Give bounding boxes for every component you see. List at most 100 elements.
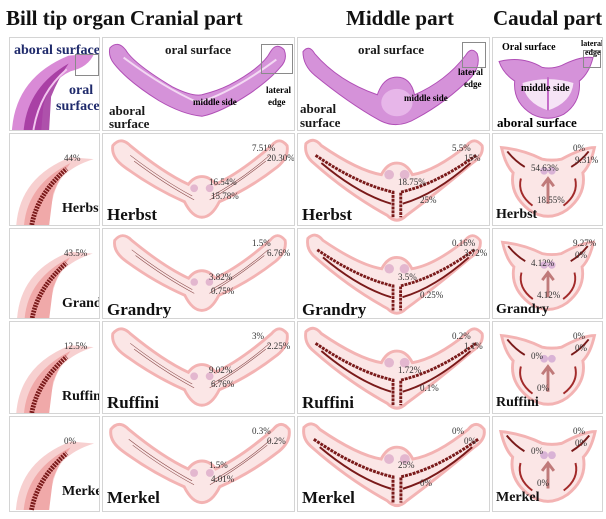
percentage-mid-aboral: 0% xyxy=(420,478,432,488)
percentage-edge-aboral: 1.1% xyxy=(464,341,483,351)
detail-box xyxy=(462,42,486,68)
label-surface: surface xyxy=(109,116,150,131)
ruffini-cranial-panel: 3%2.25%9.02%6.76%Ruffini xyxy=(102,321,295,414)
percentage-tip: 0% xyxy=(64,436,76,446)
percentage-edge-oral: 3% xyxy=(252,331,264,341)
label-aboral: aboral xyxy=(300,101,337,116)
percentage-edge-oral: 0% xyxy=(573,331,585,341)
cranial-schematic xyxy=(111,139,289,219)
label-edge: edge xyxy=(268,97,286,107)
receptor-name-label: Herbst xyxy=(62,201,100,216)
percentage-edge-aboral: 2.25% xyxy=(267,341,291,351)
bill-tip-schematic xyxy=(15,441,95,511)
percentage-mid-oral: 1.72% xyxy=(398,365,422,375)
receptor-name-label: Ruffini xyxy=(107,393,159,412)
percentage-mid-aboral: 15.78% xyxy=(211,191,239,201)
ruffini-middle-panel: 0.2%1.1% 1.72% 0.1% Ruffini xyxy=(297,321,490,414)
histology-caudal-panel: Oral surface lateral edge middle side ab… xyxy=(492,37,603,131)
receptor-name-label: Merkel xyxy=(62,484,99,499)
bill-tip-histology-image xyxy=(11,53,95,130)
percentage-edge-aboral: 20.30% xyxy=(267,153,295,163)
grandry-cranial-panel: 1.5%6.76%3.82%0.75%Grandry xyxy=(102,228,295,319)
percentage-mid-aboral: 0.75% xyxy=(211,286,235,296)
label-middle-side: middle side xyxy=(521,83,570,94)
percentage-mid-oral: 4.12% xyxy=(531,258,555,268)
label-middle-side: middle side xyxy=(404,93,448,103)
histology-cranial-panel: oral surface aboral surface middle side … xyxy=(102,37,295,131)
percentage-mid-oral: 3.5% xyxy=(398,272,417,282)
label-lateral: lateral xyxy=(266,85,291,95)
percentage-mid-oral: 54.63% xyxy=(531,163,559,173)
header-bill-tip-organ: Bill tip organ xyxy=(6,6,126,30)
header-caudal-part: Caudal part xyxy=(493,6,603,30)
cranial-schematic xyxy=(111,327,289,407)
receptor-name-label: Merkel xyxy=(302,488,355,507)
caudal-schematic xyxy=(500,240,596,311)
ruffini-caudal-panel: 0%0%0%0%Ruffini xyxy=(492,321,603,414)
percentage-edge-oral: 0% xyxy=(573,426,585,436)
percentage-mid-aboral: 0.25% xyxy=(420,290,444,300)
percentage-mid-aboral: 0.1% xyxy=(420,383,439,393)
merkel-cranial-panel: 0.3%0.2%1.5%4.01%Merkel xyxy=(102,416,295,512)
herbst-caudal-panel: 0%9.31%54.63%18.55%Herbst xyxy=(492,133,603,226)
percentage-edge-aboral: 3.72% xyxy=(464,248,488,258)
percentage-edge-oral: 7.51% xyxy=(252,143,276,153)
percentage-mid-aboral: 4.01% xyxy=(211,474,235,484)
histology-middle-panel: oral surface aboral surface middle side … xyxy=(297,37,490,131)
receptor-name-label: Herbst xyxy=(302,205,353,224)
percentage-mid-oral: 0% xyxy=(531,446,543,456)
percentage-mid-aboral: 0% xyxy=(537,478,549,488)
caudal-histology-image xyxy=(498,56,594,119)
percentage-edge-oral: 0% xyxy=(573,143,585,153)
cranial-schematic xyxy=(109,422,291,505)
label-surface: surface xyxy=(56,99,100,114)
receptor-name-label: Ruffini xyxy=(302,393,354,412)
percentage-edge-oral: 0.16% xyxy=(452,238,476,248)
receptor-name-label: Grandry xyxy=(107,300,172,319)
label-edge: edge xyxy=(464,79,482,89)
receptor-name-label: Herbst xyxy=(107,205,158,224)
label-aboral-surface: aboral surface xyxy=(14,43,100,58)
percentage-mid-oral: 0% xyxy=(531,351,543,361)
grandry-caudal-panel: 9.27%0%4.12%4.12%Grandry xyxy=(492,228,603,319)
percentage-edge-oral: 0.3% xyxy=(252,426,271,436)
ruffini-bill-tip-panel: 12.5%Ruffini xyxy=(9,321,100,414)
percentage-mid-oral: 1.5% xyxy=(209,460,228,470)
middle-schematic xyxy=(304,138,484,222)
receptor-name-label: Merkel xyxy=(107,488,160,507)
percentage-mid-oral: 18.75% xyxy=(398,177,426,187)
label-lateral: lateral xyxy=(458,67,483,77)
percentage-mid-oral: 16.54% xyxy=(209,177,237,187)
label-aboral-surface: aboral surface xyxy=(497,115,577,130)
cranial-histology-image xyxy=(108,43,286,117)
percentage-tip: 12.5% xyxy=(64,341,88,351)
label-oral-surface: oral surface xyxy=(358,42,425,57)
percentage-edge-oral: 1.5% xyxy=(252,238,271,248)
bill-tip-schematic xyxy=(16,345,94,413)
label-aboral: aboral xyxy=(109,103,146,118)
label-oral-surface: oral surface xyxy=(165,42,232,57)
percentage-edge-oral: 0% xyxy=(452,426,464,436)
detail-box xyxy=(261,44,293,74)
middle-schematic xyxy=(304,326,484,410)
percentage-edge-aboral: 0% xyxy=(575,343,587,353)
detail-box xyxy=(583,50,601,68)
caudal-schematic xyxy=(499,333,597,406)
receptor-name-label: Herbst xyxy=(496,207,538,222)
label-edge: edge xyxy=(585,48,601,57)
caudal-schematic xyxy=(499,145,597,218)
percentage-mid-aboral: 25% xyxy=(420,195,437,205)
bill-tip-schematic xyxy=(17,251,93,318)
herbst-cranial-panel: 7.51%20.30% 16.54% 15.78% Herbst xyxy=(102,133,295,226)
histology-bill-tip-panel: aboral surface oral surface xyxy=(9,37,100,131)
grandry-bill-tip-panel: 43.5%Grandry xyxy=(9,228,100,319)
percentage-edge-oral: 5.5% xyxy=(452,143,471,153)
label-surface: surface xyxy=(300,115,341,130)
label-lateral: lateral xyxy=(581,39,603,48)
percentage-edge-aboral: 0% xyxy=(575,438,587,448)
receptor-name-label: Merkel xyxy=(496,490,540,505)
percentage-mid-oral: 9.02% xyxy=(209,365,233,375)
merkel-bill-tip-panel: 0% Merkel xyxy=(9,416,100,512)
percentage-edge-oral: 0.2% xyxy=(452,331,471,341)
cranial-schematic xyxy=(113,234,287,312)
